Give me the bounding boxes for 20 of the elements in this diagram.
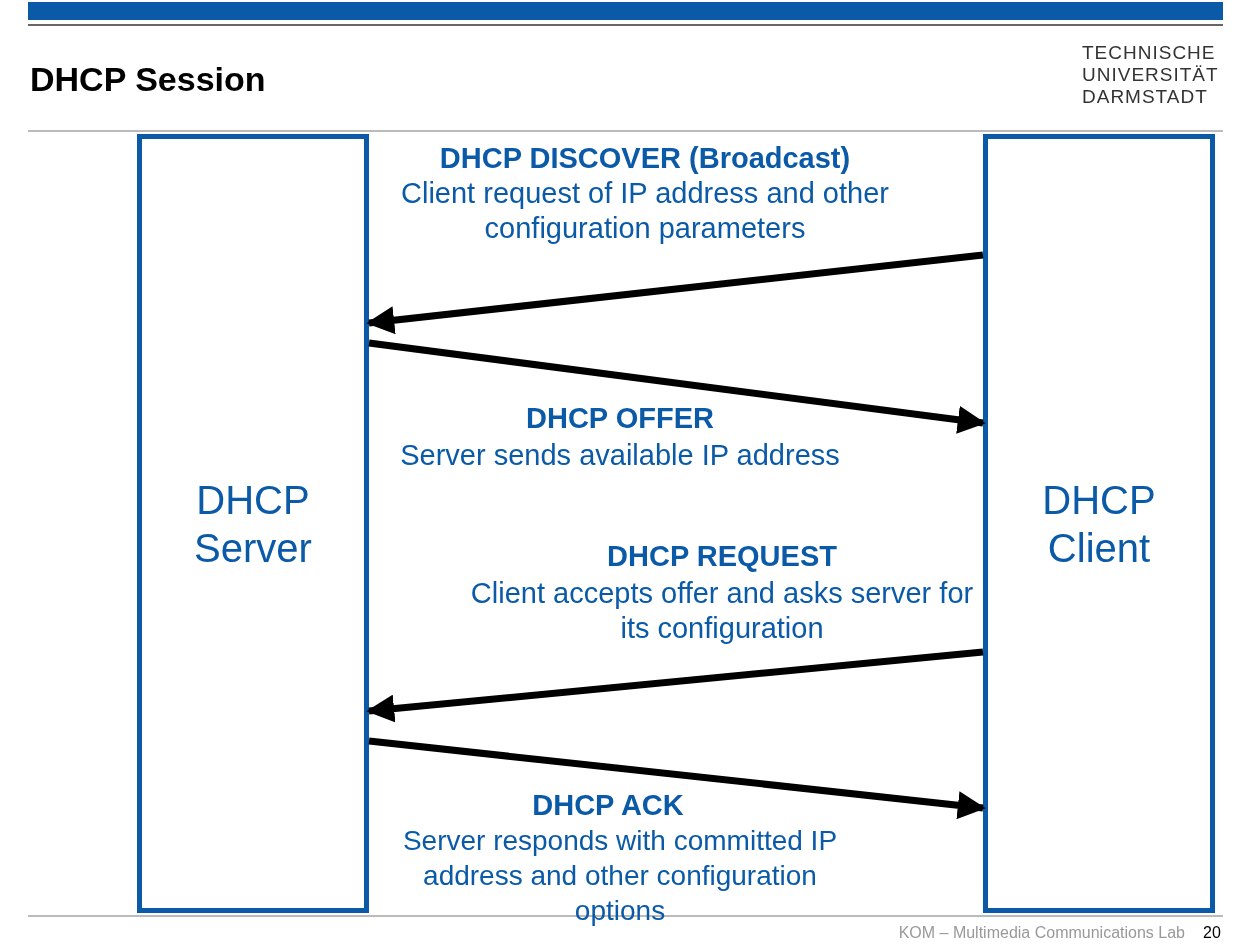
entity-box bbox=[983, 134, 1215, 913]
message-name: DHCP REQUEST bbox=[606, 539, 838, 574]
entity-label: DHCP Server bbox=[193, 476, 313, 572]
institution-name: TECHNISCHE UNIVERSITÄT DARMSTADT bbox=[1082, 42, 1220, 108]
message-description: Client request of IP address and other configuration parameters bbox=[400, 176, 890, 246]
message-arrow bbox=[366, 648, 984, 723]
entity-label: DHCP Client bbox=[1041, 476, 1157, 572]
message-name: DHCP ACK bbox=[531, 788, 685, 823]
footer-text: KOM – Multimedia Communications Lab bbox=[897, 924, 1185, 942]
message-description: Client accepts offer and asks server for its configuration bbox=[469, 576, 975, 646]
message-name: DHCP DISCOVER (Broadcast) bbox=[438, 141, 852, 176]
entity-box bbox=[137, 134, 369, 913]
message-description: Server sends available IP address bbox=[399, 438, 841, 473]
message-arrow bbox=[366, 251, 984, 335]
message-description: Server responds with committed IP address and other configuration options bbox=[401, 824, 839, 928]
message-arrow bbox=[368, 737, 986, 820]
message-arrow bbox=[368, 339, 986, 434]
page-number: 20 bbox=[1202, 924, 1222, 942]
slide-title: DHCP Session bbox=[30, 60, 266, 99]
message-name: DHCP OFFER bbox=[525, 401, 715, 436]
